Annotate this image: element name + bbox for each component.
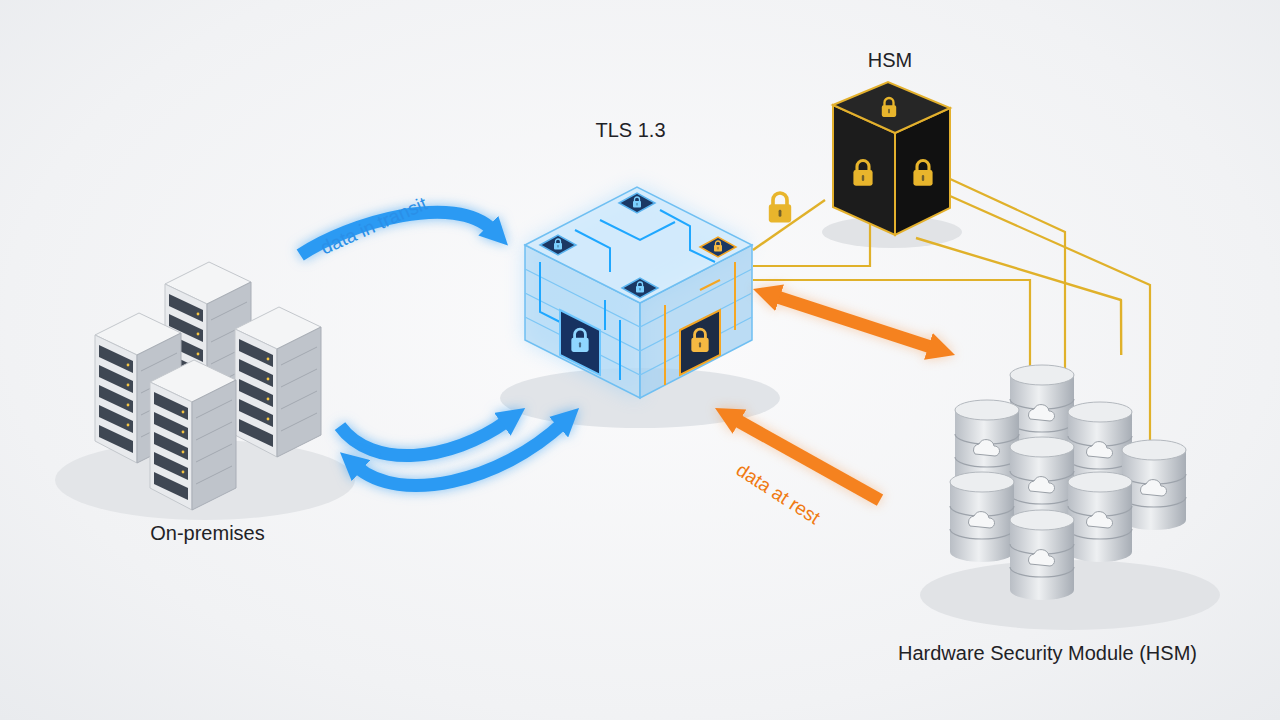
tls-cube: [540, 262, 620, 380]
edge-label: data at rest: [732, 459, 824, 529]
server-group: On-premises: [75, 255, 340, 545]
tls-cube: [619, 193, 655, 213]
edge-label: data in transit: [317, 193, 430, 259]
tls-cube: [633, 197, 641, 208]
node-label: HSM: [868, 48, 912, 72]
hsm-cube: [913, 161, 932, 186]
link-padlock: [769, 193, 791, 222]
storage-cluster: [1010, 510, 1074, 600]
gold-wires: [753, 280, 1030, 370]
storage-group: Hardware Security Module (HSM): [880, 355, 1215, 665]
tls-cube: [700, 237, 736, 257]
flow-arrow: [340, 421, 507, 456]
server-racks: [95, 262, 321, 510]
flow-arrow: [357, 423, 563, 485]
node-label: On-premises: [150, 521, 264, 545]
tls-cube: [714, 241, 722, 252]
hsm-cube: [833, 82, 950, 235]
tls-cube: [622, 278, 658, 298]
hsm-cube: [853, 161, 872, 186]
tls-cube: [575, 210, 715, 272]
hsm-box: HSM: [825, 48, 955, 238]
tls-cube: [571, 329, 588, 352]
tls-layer-box: TLS 1.3: [508, 118, 753, 408]
tls-cube: [554, 239, 562, 250]
server-racks: [150, 360, 236, 510]
tls-cube: [665, 262, 735, 385]
server-racks: [235, 307, 321, 457]
flow-arrow: [734, 419, 880, 500]
hsm-cube: [833, 82, 950, 133]
flow-arrow: [774, 296, 934, 348]
tls-cube: [680, 310, 720, 375]
hsm-cube: [882, 98, 896, 117]
tls-cube: [691, 329, 708, 352]
node-label: Hardware Security Module (HSM): [898, 641, 1197, 665]
tls-cube: [525, 187, 752, 398]
gold-wires: [753, 218, 870, 266]
tls-cube: [636, 282, 644, 293]
storage-cluster: [1068, 472, 1132, 562]
flow-arrow: [300, 212, 492, 255]
tls-cube: [540, 235, 576, 255]
storage-cluster: [950, 472, 1014, 562]
gold-wires: [753, 178, 1150, 440]
key-wire: [916, 238, 1121, 355]
storage-cluster: [950, 365, 1186, 600]
node-label: TLS 1.3: [595, 118, 665, 142]
key-wire: [753, 200, 825, 250]
tls-cube: [525, 187, 752, 398]
tls-cube: [560, 310, 600, 375]
link-padlock: [769, 193, 791, 222]
